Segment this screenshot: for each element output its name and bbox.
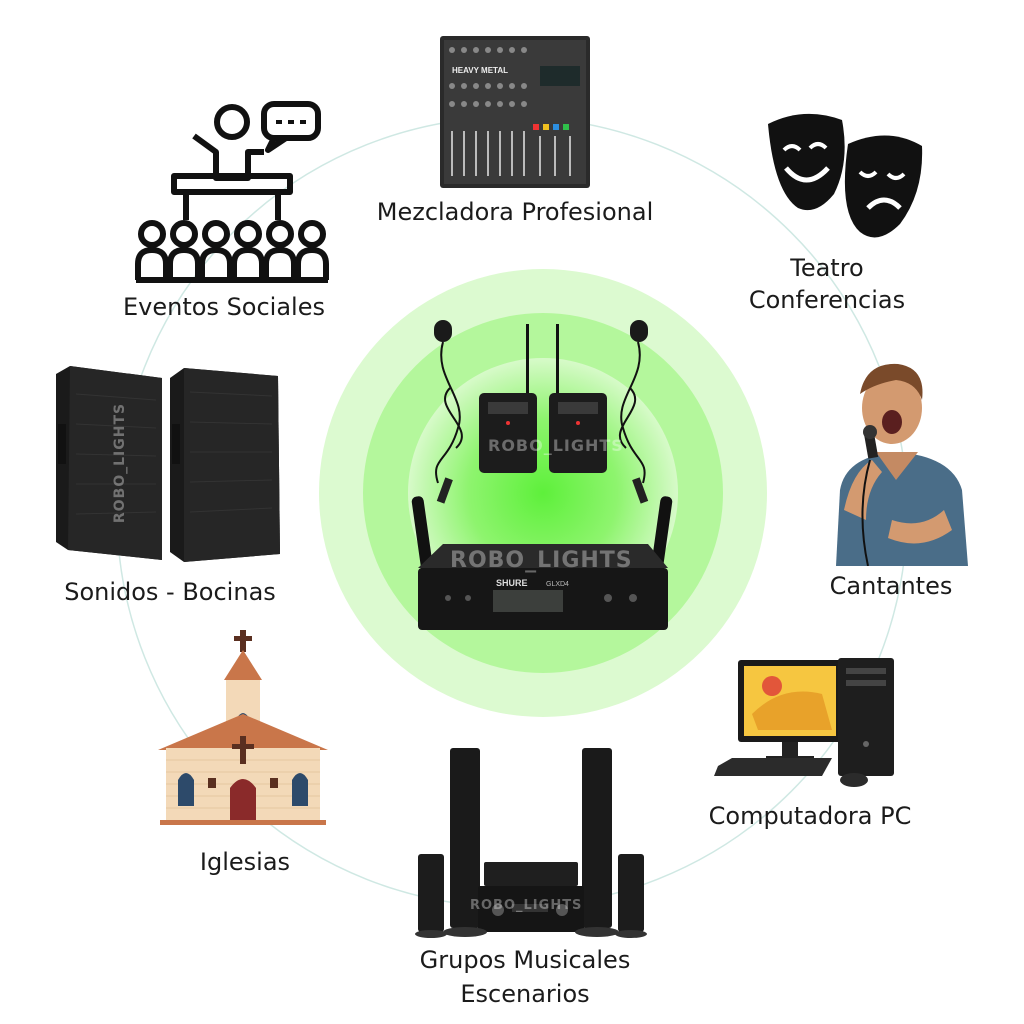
bands-label-line2: Escenarios [460,980,590,1008]
bodypack-transmitter-left [479,324,537,473]
speaker-cabinets-icon [56,366,280,562]
desktop-pc-icon [714,658,894,787]
audience-speaker-icon [135,101,329,283]
home-theater-icon [415,748,647,938]
mixer-label: Mezcladora Profesional [376,198,654,226]
receiver-unit: SHURE GLXD4 [411,496,673,630]
theater-label-line1: Teatro [790,254,864,282]
mixer-icon: HEAVY METAL [440,36,590,188]
lavalier-mic-right [618,320,649,504]
pc-label: Computadora PC [708,802,912,830]
speakers-label: Sonidos - Bocinas [64,578,276,606]
wireless-microphone-system: SHURE GLXD4 [319,269,767,717]
watermark-bodypack: ROBO_LIGHTS [488,436,624,455]
singers-label: Cantantes [829,572,953,600]
svg-text:HEAVY METAL: HEAVY METAL [452,66,508,75]
watermark-theater: ROBO_LIGHTS [470,898,583,913]
church-icon [158,630,328,825]
bands-label-line1: Grupos Musicales [419,946,631,974]
bodypack-transmitter-right [549,324,607,473]
theater-label-line2: Conferencias [748,286,906,314]
watermark-receiver: ROBO_LIGHTS [450,548,633,573]
lavalier-mic-left [434,320,463,504]
svg-text:SHURE: SHURE [496,578,528,588]
theater-masks-icon [768,113,923,238]
svg-text:GLXD4: GLXD4 [546,581,569,588]
singer-photo [836,363,968,566]
watermark-speakers: ROBO_LIGHTS [112,402,129,524]
events-label: Eventos Sociales [123,293,325,321]
churches-label: Iglesias [199,848,291,876]
